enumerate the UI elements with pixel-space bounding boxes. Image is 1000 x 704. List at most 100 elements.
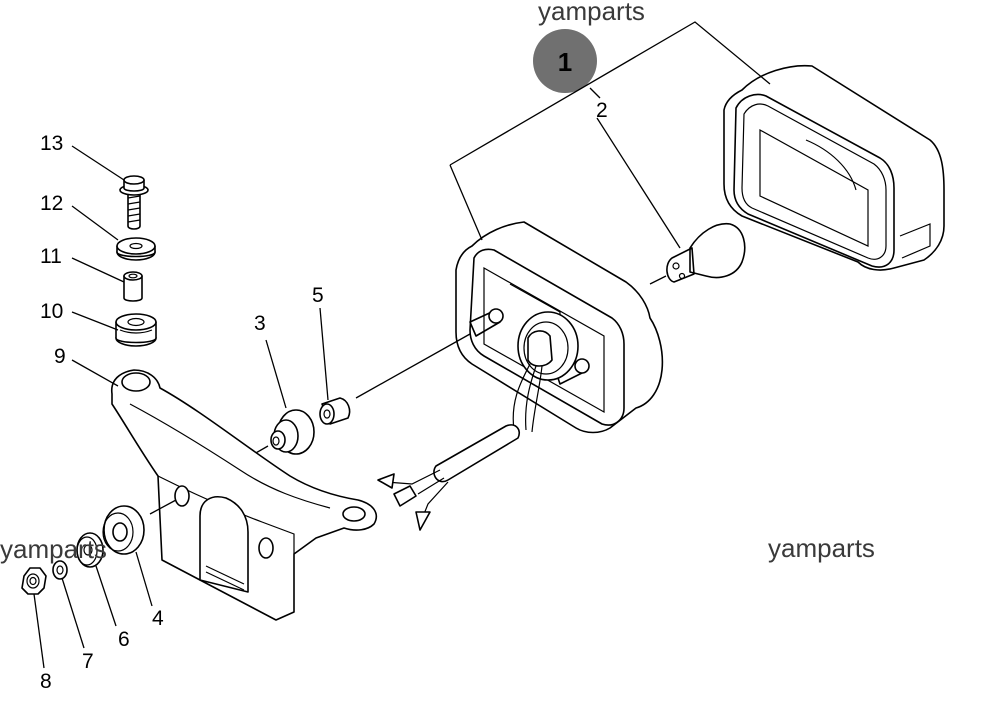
callout-9[interactable]: 9 bbox=[54, 345, 66, 368]
callout-8[interactable]: 8 bbox=[40, 670, 52, 693]
alignment-line-housing bbox=[355, 333, 471, 399]
bulb-pin bbox=[672, 262, 680, 270]
leader-9 bbox=[71, 359, 119, 387]
watermark-right: yamparts bbox=[768, 533, 875, 563]
leader-11 bbox=[71, 257, 125, 283]
part-13-bolt[interactable] bbox=[119, 175, 149, 230]
callout-4[interactable]: 4 bbox=[152, 607, 164, 630]
part-5-collar[interactable] bbox=[319, 397, 351, 425]
part-9-bracket[interactable] bbox=[110, 369, 378, 621]
collar-11-body bbox=[123, 275, 143, 302]
wire-2 bbox=[525, 365, 537, 431]
part-7-lock-washer[interactable] bbox=[52, 560, 68, 580]
bracket-right-hole bbox=[342, 506, 366, 522]
lock-washer-hole bbox=[56, 565, 64, 575]
bracket-window-lip bbox=[205, 565, 245, 585]
part-8-nut[interactable] bbox=[21, 567, 47, 595]
lock-washer-outer bbox=[52, 560, 68, 580]
callout-3[interactable]: 3 bbox=[254, 312, 266, 335]
callout-13[interactable]: 13 bbox=[40, 132, 63, 155]
alignment-line-bracket bbox=[149, 499, 177, 515]
socket-inner bbox=[523, 321, 569, 375]
leader-3 bbox=[265, 339, 287, 409]
leader-13 bbox=[71, 145, 125, 181]
wire-lead-3 bbox=[423, 481, 449, 515]
nut-body bbox=[21, 567, 47, 595]
wire-3 bbox=[531, 365, 543, 433]
lens-side-detail bbox=[899, 223, 931, 259]
part-6-washer[interactable] bbox=[76, 532, 104, 568]
wire-lead-1 bbox=[385, 469, 441, 485]
collar-11-hole bbox=[128, 273, 138, 279]
alignment-line-bulb bbox=[649, 275, 667, 285]
watermark-top: yamparts bbox=[538, 0, 645, 26]
bracket-window bbox=[199, 496, 249, 593]
leader-8 bbox=[33, 593, 45, 669]
lens-reflection bbox=[805, 139, 857, 191]
bracket-top-edge bbox=[129, 403, 331, 509]
part-10-grommet[interactable] bbox=[115, 313, 157, 347]
watermark-left: yamparts bbox=[0, 534, 107, 564]
washer-12-top bbox=[116, 237, 156, 255]
washer-4-hole bbox=[112, 522, 128, 542]
connector-tip-2 bbox=[393, 485, 417, 507]
socket-core bbox=[527, 330, 553, 367]
badge-circle bbox=[533, 29, 597, 93]
bracket-outline bbox=[110, 369, 378, 621]
grommet-10-groove bbox=[119, 329, 153, 334]
callout-12[interactable]: 12 bbox=[40, 192, 63, 215]
leader-4 bbox=[135, 551, 153, 607]
bracket-mount-hole bbox=[174, 485, 190, 507]
grommet-10-hole bbox=[127, 317, 145, 327]
housing-rim bbox=[469, 248, 625, 426]
part-3-grommet[interactable] bbox=[270, 409, 315, 455]
callout-2[interactable]: 2 bbox=[596, 99, 608, 122]
bracket-side-hole bbox=[258, 537, 274, 559]
grommet-10-top bbox=[115, 313, 157, 331]
callout-11[interactable]: 11 bbox=[40, 245, 62, 268]
part-4-washer[interactable] bbox=[102, 505, 145, 555]
callout-6[interactable]: 6 bbox=[118, 628, 130, 651]
washer-12-hole bbox=[129, 242, 143, 250]
lens-rim-inner bbox=[741, 103, 887, 260]
nut-hole bbox=[29, 576, 37, 586]
assembly-bracket-drop bbox=[449, 164, 483, 241]
lens-face bbox=[759, 128, 869, 247]
part-11-collar[interactable] bbox=[123, 271, 143, 302]
callout-10[interactable]: 10 bbox=[40, 300, 63, 323]
bolt-thread bbox=[127, 195, 141, 223]
bulb-base bbox=[666, 247, 695, 283]
nut-face bbox=[26, 573, 40, 589]
callout-7[interactable]: 7 bbox=[82, 650, 94, 673]
connector-tip-3 bbox=[415, 511, 431, 531]
wire-1 bbox=[512, 363, 531, 431]
leader-7 bbox=[61, 577, 85, 649]
stud-right-head bbox=[574, 358, 590, 374]
lens-rim-outer bbox=[733, 93, 895, 268]
bulb[interactable] bbox=[666, 223, 746, 283]
part-12-washer[interactable] bbox=[116, 237, 156, 261]
housing-outline bbox=[455, 221, 664, 434]
collar-end bbox=[319, 403, 335, 425]
wire-lead-2 bbox=[417, 477, 445, 495]
leader-badge bbox=[589, 87, 601, 99]
connector-tip-1 bbox=[377, 473, 395, 489]
bolt-head-top bbox=[123, 175, 145, 185]
lens-housing-outline bbox=[723, 64, 945, 271]
housing-inner-face bbox=[483, 266, 605, 414]
bulb-glass bbox=[689, 223, 746, 279]
collar-11-top bbox=[123, 271, 143, 281]
leader-2 bbox=[596, 117, 681, 249]
tail-light-housing[interactable] bbox=[377, 221, 664, 531]
bracket-window-lip-2 bbox=[205, 571, 245, 591]
bracket-top-hole bbox=[121, 372, 151, 392]
tail-light-lens[interactable] bbox=[723, 64, 945, 271]
badge-number: 1 bbox=[558, 47, 572, 77]
leader-10 bbox=[71, 311, 119, 331]
callout-5[interactable]: 5 bbox=[312, 284, 324, 307]
assembly-bracket-line bbox=[449, 21, 771, 166]
washer-4-edge bbox=[102, 512, 134, 552]
assembly-badge[interactable]: 1 bbox=[533, 29, 597, 93]
collar-hole bbox=[323, 409, 331, 419]
